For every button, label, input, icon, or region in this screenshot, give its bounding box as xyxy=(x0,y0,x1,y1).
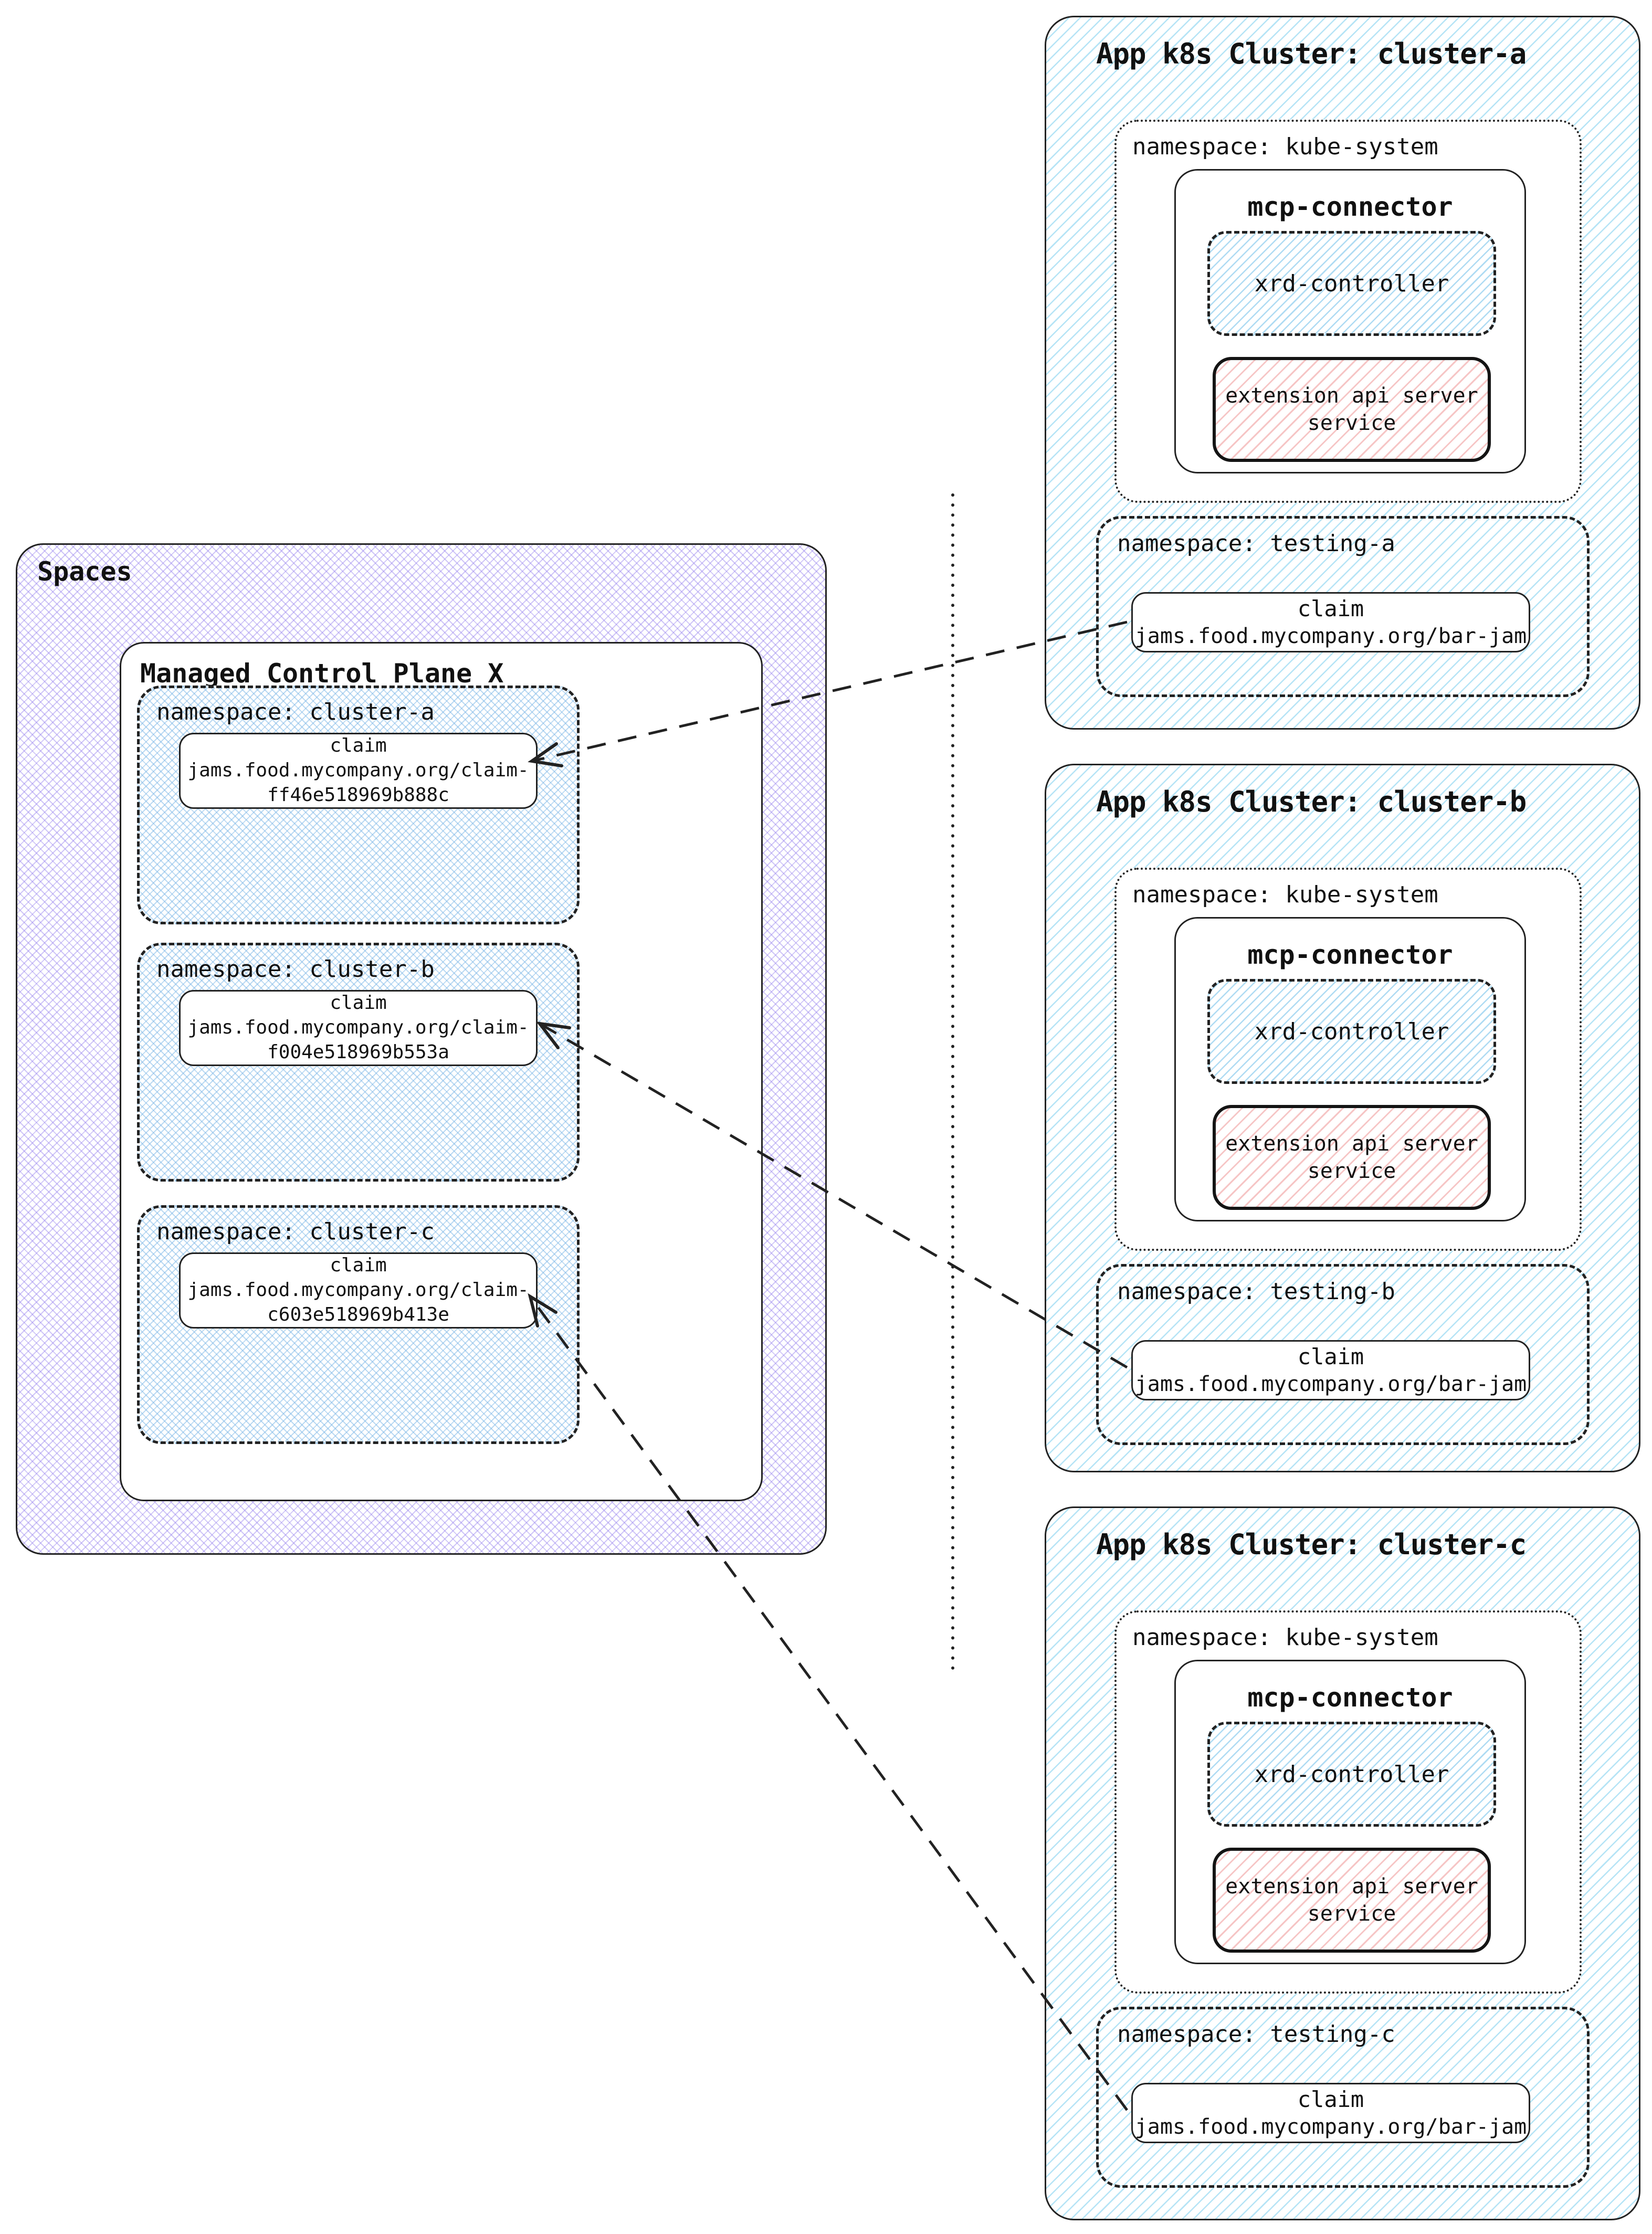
claim-title: claim xyxy=(1297,2087,1364,2113)
extension-api-server-box: extension api server service xyxy=(1213,1105,1491,1210)
kube-system-namespace-box: namespace: kube-system mcp-connector xrd… xyxy=(1114,868,1582,1251)
claim-box-cluster-b: claim jams.food.mycompany.org/claim- f00… xyxy=(179,990,538,1066)
claim-name-line2: f004e518969b553a xyxy=(267,1041,449,1063)
xrd-controller-label: xrd-controller xyxy=(1254,1761,1449,1788)
namespace-cluster-c-box: namespace: cluster-c claim jams.food.myc… xyxy=(137,1205,580,1444)
mcp-connector-box: mcp-connector xrd-controller extension a… xyxy=(1174,1660,1526,1964)
testing-a-namespace-label: namespace: testing-a xyxy=(1117,530,1395,557)
testing-c-namespace-label: namespace: testing-c xyxy=(1117,2021,1395,2048)
extension-api-server-box: extension api server service xyxy=(1213,1848,1491,1953)
claim-name: jams.food.mycompany.org/bar-jam xyxy=(1134,1372,1527,1396)
extension-api-server-label-line2: service xyxy=(1307,411,1396,435)
claim-box-testing-c: claim jams.food.mycompany.org/bar-jam xyxy=(1131,2083,1530,2143)
kube-system-namespace-box: namespace: kube-system mcp-connector xrd… xyxy=(1114,1610,1582,1994)
managed-control-plane-box: Managed Control Plane X namespace: clust… xyxy=(120,642,763,1501)
extension-api-server-label-line1: extension api server xyxy=(1225,1874,1478,1899)
claim-title: claim xyxy=(330,992,387,1014)
mcp-connector-box: mcp-connector xrd-controller extension a… xyxy=(1174,917,1526,1221)
kube-system-namespace-box: namespace: kube-system mcp-connector xrd… xyxy=(1114,120,1582,503)
app-cluster-c-box: App k8s Cluster: cluster-c namespace: ku… xyxy=(1045,1506,1640,2220)
namespace-cluster-b-box: namespace: cluster-b claim jams.food.myc… xyxy=(137,943,580,1182)
xrd-controller-label: xrd-controller xyxy=(1254,270,1449,297)
xrd-controller-box: xrd-controller xyxy=(1207,231,1496,336)
spaces-title: Spaces xyxy=(37,556,132,587)
claim-box-testing-a: claim jams.food.mycompany.org/bar-jam xyxy=(1131,592,1530,652)
extension-api-server-label-line2: service xyxy=(1307,1902,1396,1926)
namespace-cluster-a-box: namespace: cluster-a claim jams.food.myc… xyxy=(137,686,580,924)
claim-name-line1: jams.food.mycompany.org/claim- xyxy=(187,1017,529,1039)
claim-title: claim xyxy=(1297,596,1364,622)
kube-system-namespace-label: namespace: kube-system xyxy=(1132,881,1438,908)
claim-box-cluster-c: claim jams.food.mycompany.org/claim- c60… xyxy=(179,1252,538,1329)
app-cluster-b-box: App k8s Cluster: cluster-b namespace: ku… xyxy=(1045,764,1640,1472)
namespace-cluster-c-label: namespace: cluster-c xyxy=(156,1218,435,1245)
claim-name: jams.food.mycompany.org/bar-jam xyxy=(1134,2114,1527,2139)
xrd-controller-box: xrd-controller xyxy=(1207,1722,1496,1827)
namespace-cluster-b-label: namespace: cluster-b xyxy=(156,956,435,983)
mcp-connector-box: mcp-connector xrd-controller extension a… xyxy=(1174,169,1526,473)
claim-box-cluster-a: claim jams.food.mycompany.org/claim- ff4… xyxy=(179,733,538,809)
namespace-cluster-a-label: namespace: cluster-a xyxy=(156,699,435,725)
extension-api-server-box: extension api server service xyxy=(1213,357,1491,462)
claim-title: claim xyxy=(330,735,387,757)
claim-box-testing-b: claim jams.food.mycompany.org/bar-jam xyxy=(1131,1340,1530,1400)
extension-api-server-label-line1: extension api server xyxy=(1225,1132,1478,1156)
claim-name-line1: jams.food.mycompany.org/claim- xyxy=(187,760,529,782)
extension-api-server-label-line2: service xyxy=(1307,1159,1396,1183)
claim-title: claim xyxy=(1297,1344,1364,1370)
app-cluster-a-title: App k8s Cluster: cluster-a xyxy=(1096,37,1527,70)
kube-system-namespace-label: namespace: kube-system xyxy=(1132,1624,1438,1651)
claim-name-line2: c603e518969b413e xyxy=(267,1303,449,1325)
app-cluster-b-title: App k8s Cluster: cluster-b xyxy=(1096,785,1527,818)
xrd-controller-label: xrd-controller xyxy=(1254,1018,1449,1045)
mcp-connector-title: mcp-connector xyxy=(1247,940,1453,970)
claim-name-line1: jams.food.mycompany.org/claim- xyxy=(187,1279,529,1301)
extension-api-server-label-line1: extension api server xyxy=(1225,384,1478,408)
managed-control-plane-title: Managed Control Plane X xyxy=(140,658,504,689)
kube-system-namespace-label: namespace: kube-system xyxy=(1132,133,1438,160)
testing-b-namespace-box: namespace: testing-b claim jams.food.myc… xyxy=(1096,1264,1590,1445)
spaces-container: Spaces Managed Control Plane X namespace… xyxy=(16,543,827,1555)
mcp-connector-title: mcp-connector xyxy=(1247,1682,1453,1713)
app-cluster-c-title: App k8s Cluster: cluster-c xyxy=(1096,1528,1527,1561)
app-cluster-a-box: App k8s Cluster: cluster-a namespace: ku… xyxy=(1045,16,1640,730)
xrd-controller-box: xrd-controller xyxy=(1207,979,1496,1084)
claim-name-line2: ff46e518969b888c xyxy=(267,784,449,806)
mcp-connector-title: mcp-connector xyxy=(1247,192,1453,222)
claim-title: claim xyxy=(330,1255,387,1277)
testing-a-namespace-box: namespace: testing-a claim jams.food.myc… xyxy=(1096,516,1590,697)
testing-b-namespace-label: namespace: testing-b xyxy=(1117,1278,1395,1305)
claim-name: jams.food.mycompany.org/bar-jam xyxy=(1134,624,1527,648)
testing-c-namespace-box: namespace: testing-c claim jams.food.myc… xyxy=(1096,2007,1590,2188)
